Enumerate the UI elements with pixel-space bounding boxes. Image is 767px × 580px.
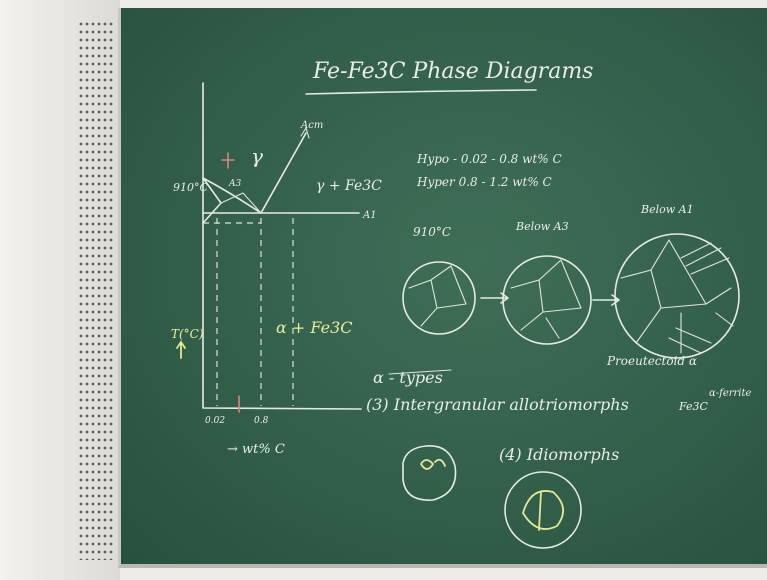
allotriomorph-yellow xyxy=(420,458,446,470)
item-4-label: (4) Idiomorphs xyxy=(499,445,619,464)
microstructure-circle-below-a1 xyxy=(614,233,740,359)
note-hyper: Hyper 0.8 - 1.2 wt% C xyxy=(416,175,552,189)
circle-2-label: Below A3 xyxy=(515,220,569,233)
intergranular-sketch xyxy=(402,445,457,501)
fe3c-label: Fe3C xyxy=(678,400,709,413)
alpha-types-underline xyxy=(388,369,452,375)
perforated-acoustic-panel xyxy=(78,20,114,560)
red-mark-top xyxy=(221,152,235,169)
a3-curve xyxy=(202,177,262,214)
chalk-drawing: Fe-Fe3C Phase Diagrams 910°C γ γ + Fe3C … xyxy=(171,59,752,549)
x-axis-label: → wt% C xyxy=(227,442,285,457)
pearlite-lamellae xyxy=(668,242,734,354)
circle-3-label: Below A1 xyxy=(640,203,694,216)
a3-label: A3 xyxy=(228,179,241,189)
y-axis-label: T(°C) xyxy=(171,327,204,341)
alpha-types-label: α - types xyxy=(373,368,443,387)
y-axis-arrow xyxy=(176,340,186,359)
grain-boundaries-2 xyxy=(510,259,582,339)
item-3-label: (3) Intergranular allotriomorphs xyxy=(366,395,629,414)
microstructure-circle-910 xyxy=(402,261,476,335)
circle-1-label: 910°C xyxy=(413,225,451,239)
proeutectoid-label: Proeutectoid α xyxy=(606,354,697,368)
a1-label: A1 xyxy=(362,210,377,221)
acm-arrowhead xyxy=(300,126,310,139)
alpha-fe3c-label: α + Fe3C xyxy=(276,318,353,337)
title-underline xyxy=(305,89,537,95)
grain-boundaries-1 xyxy=(408,265,467,327)
idiomorph-grain xyxy=(522,490,564,530)
board-title: Fe-Fe3C Phase Diagrams xyxy=(312,59,593,84)
acm-label: Acm xyxy=(300,120,323,131)
grain-boundaries-3 xyxy=(620,239,732,354)
acm-line xyxy=(260,132,307,214)
idiomorph-divider xyxy=(538,491,542,531)
note-hypo: Hypo - 0.02 - 0.8 wt% C xyxy=(416,152,562,166)
idiomorph-circle xyxy=(504,471,582,549)
gamma-label: γ xyxy=(251,144,263,168)
alpha-gamma-field xyxy=(220,192,262,214)
phase-diagram-axes xyxy=(202,82,362,410)
x-tick-2: 0.8 xyxy=(254,416,269,426)
chalkboard: Fe-Fe3C Phase Diagrams 910°C γ γ + Fe3C … xyxy=(118,8,767,568)
gamma-fe3c-label: γ + Fe3C xyxy=(316,178,382,194)
temp-910-label: 910°C xyxy=(173,181,208,194)
x-tick-1: 0.02 xyxy=(205,416,225,426)
microstructure-circle-below-a3 xyxy=(502,255,592,345)
alpha-ferrite-label: α-ferrite xyxy=(709,388,752,399)
